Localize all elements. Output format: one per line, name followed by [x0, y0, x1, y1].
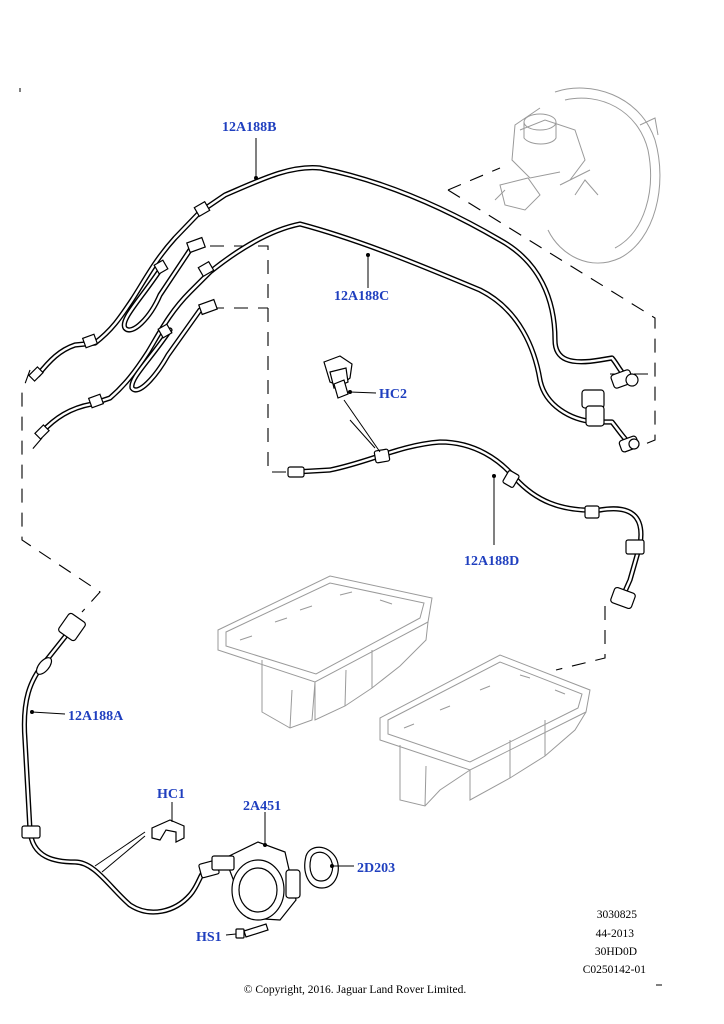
- callout-12a188c: 12A188C: [334, 289, 389, 304]
- pipe-12a188a: [21, 625, 221, 915]
- brake-booster-ghost: [494, 87, 661, 264]
- reference-line-2: 44-2013: [596, 928, 635, 940]
- reference-line-4: C0250142-01: [583, 964, 647, 976]
- reference-block: 3030825 44-2013 30HD0D C0250142-01: [583, 909, 647, 976]
- pipe-12a188c: [39, 221, 635, 449]
- copyright-notice: © Copyright, 2016. Jaguar Land Rover Lim…: [244, 984, 467, 996]
- callout-hc1: HC1: [157, 787, 185, 802]
- pipe-12a188d: [292, 439, 644, 601]
- oil-pan-upper-ghost: [217, 575, 433, 729]
- callout-12a188d: 12A188D: [464, 554, 519, 569]
- callout-12a188a: 12A188A: [68, 709, 124, 724]
- hc1-clip: [151, 819, 185, 843]
- callout-12a188b: 12A188B: [222, 120, 276, 135]
- reference-line-1: 3030825: [597, 909, 638, 921]
- callout-labels: 12A188B 12A188C HC2 12A188D 12A188A HC1 …: [68, 120, 519, 945]
- reference-line-3: 30HD0D: [595, 946, 637, 958]
- vacuum-pump-2a451: [211, 841, 301, 921]
- oil-pan-lower-ghost: [379, 654, 591, 807]
- pipe-12a188b: [35, 165, 631, 381]
- bolt-hs1: [235, 923, 269, 939]
- pipe-connectors: [21, 200, 645, 879]
- gasket-2d203: [304, 846, 339, 889]
- callout-hc2: HC2: [379, 387, 407, 402]
- routing-dashed-lines: [21, 167, 656, 671]
- callout-2a451: 2A451: [243, 799, 281, 814]
- hc2-clip: [323, 355, 353, 399]
- leader-lines: [30, 138, 496, 936]
- callout-hs1: HS1: [196, 930, 222, 945]
- callout-2d203: 2D203: [357, 861, 395, 876]
